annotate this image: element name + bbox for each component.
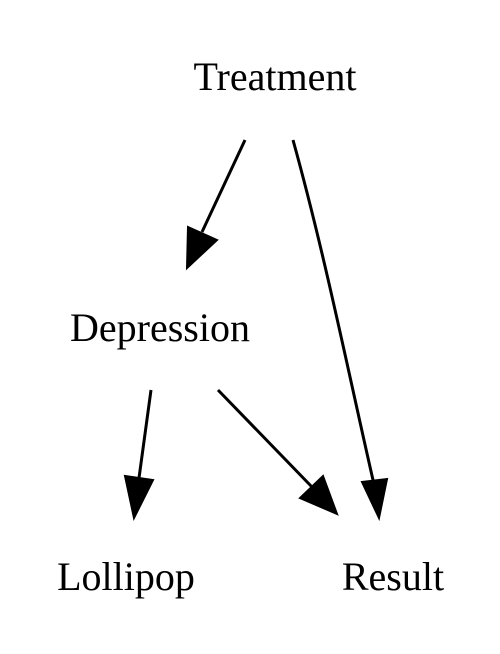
- node-treatment: Treatment: [194, 54, 357, 99]
- node-depression: Depression: [70, 305, 250, 350]
- node-result: Result: [342, 554, 444, 599]
- edge-treatment-result: [291, 139, 389, 522]
- edge-treatment-depression: [185, 139, 247, 271]
- node-lollipop: Lollipop: [57, 554, 195, 599]
- edge-depression-result: [216, 388, 339, 516]
- edge-depression-lollipop: [123, 389, 155, 521]
